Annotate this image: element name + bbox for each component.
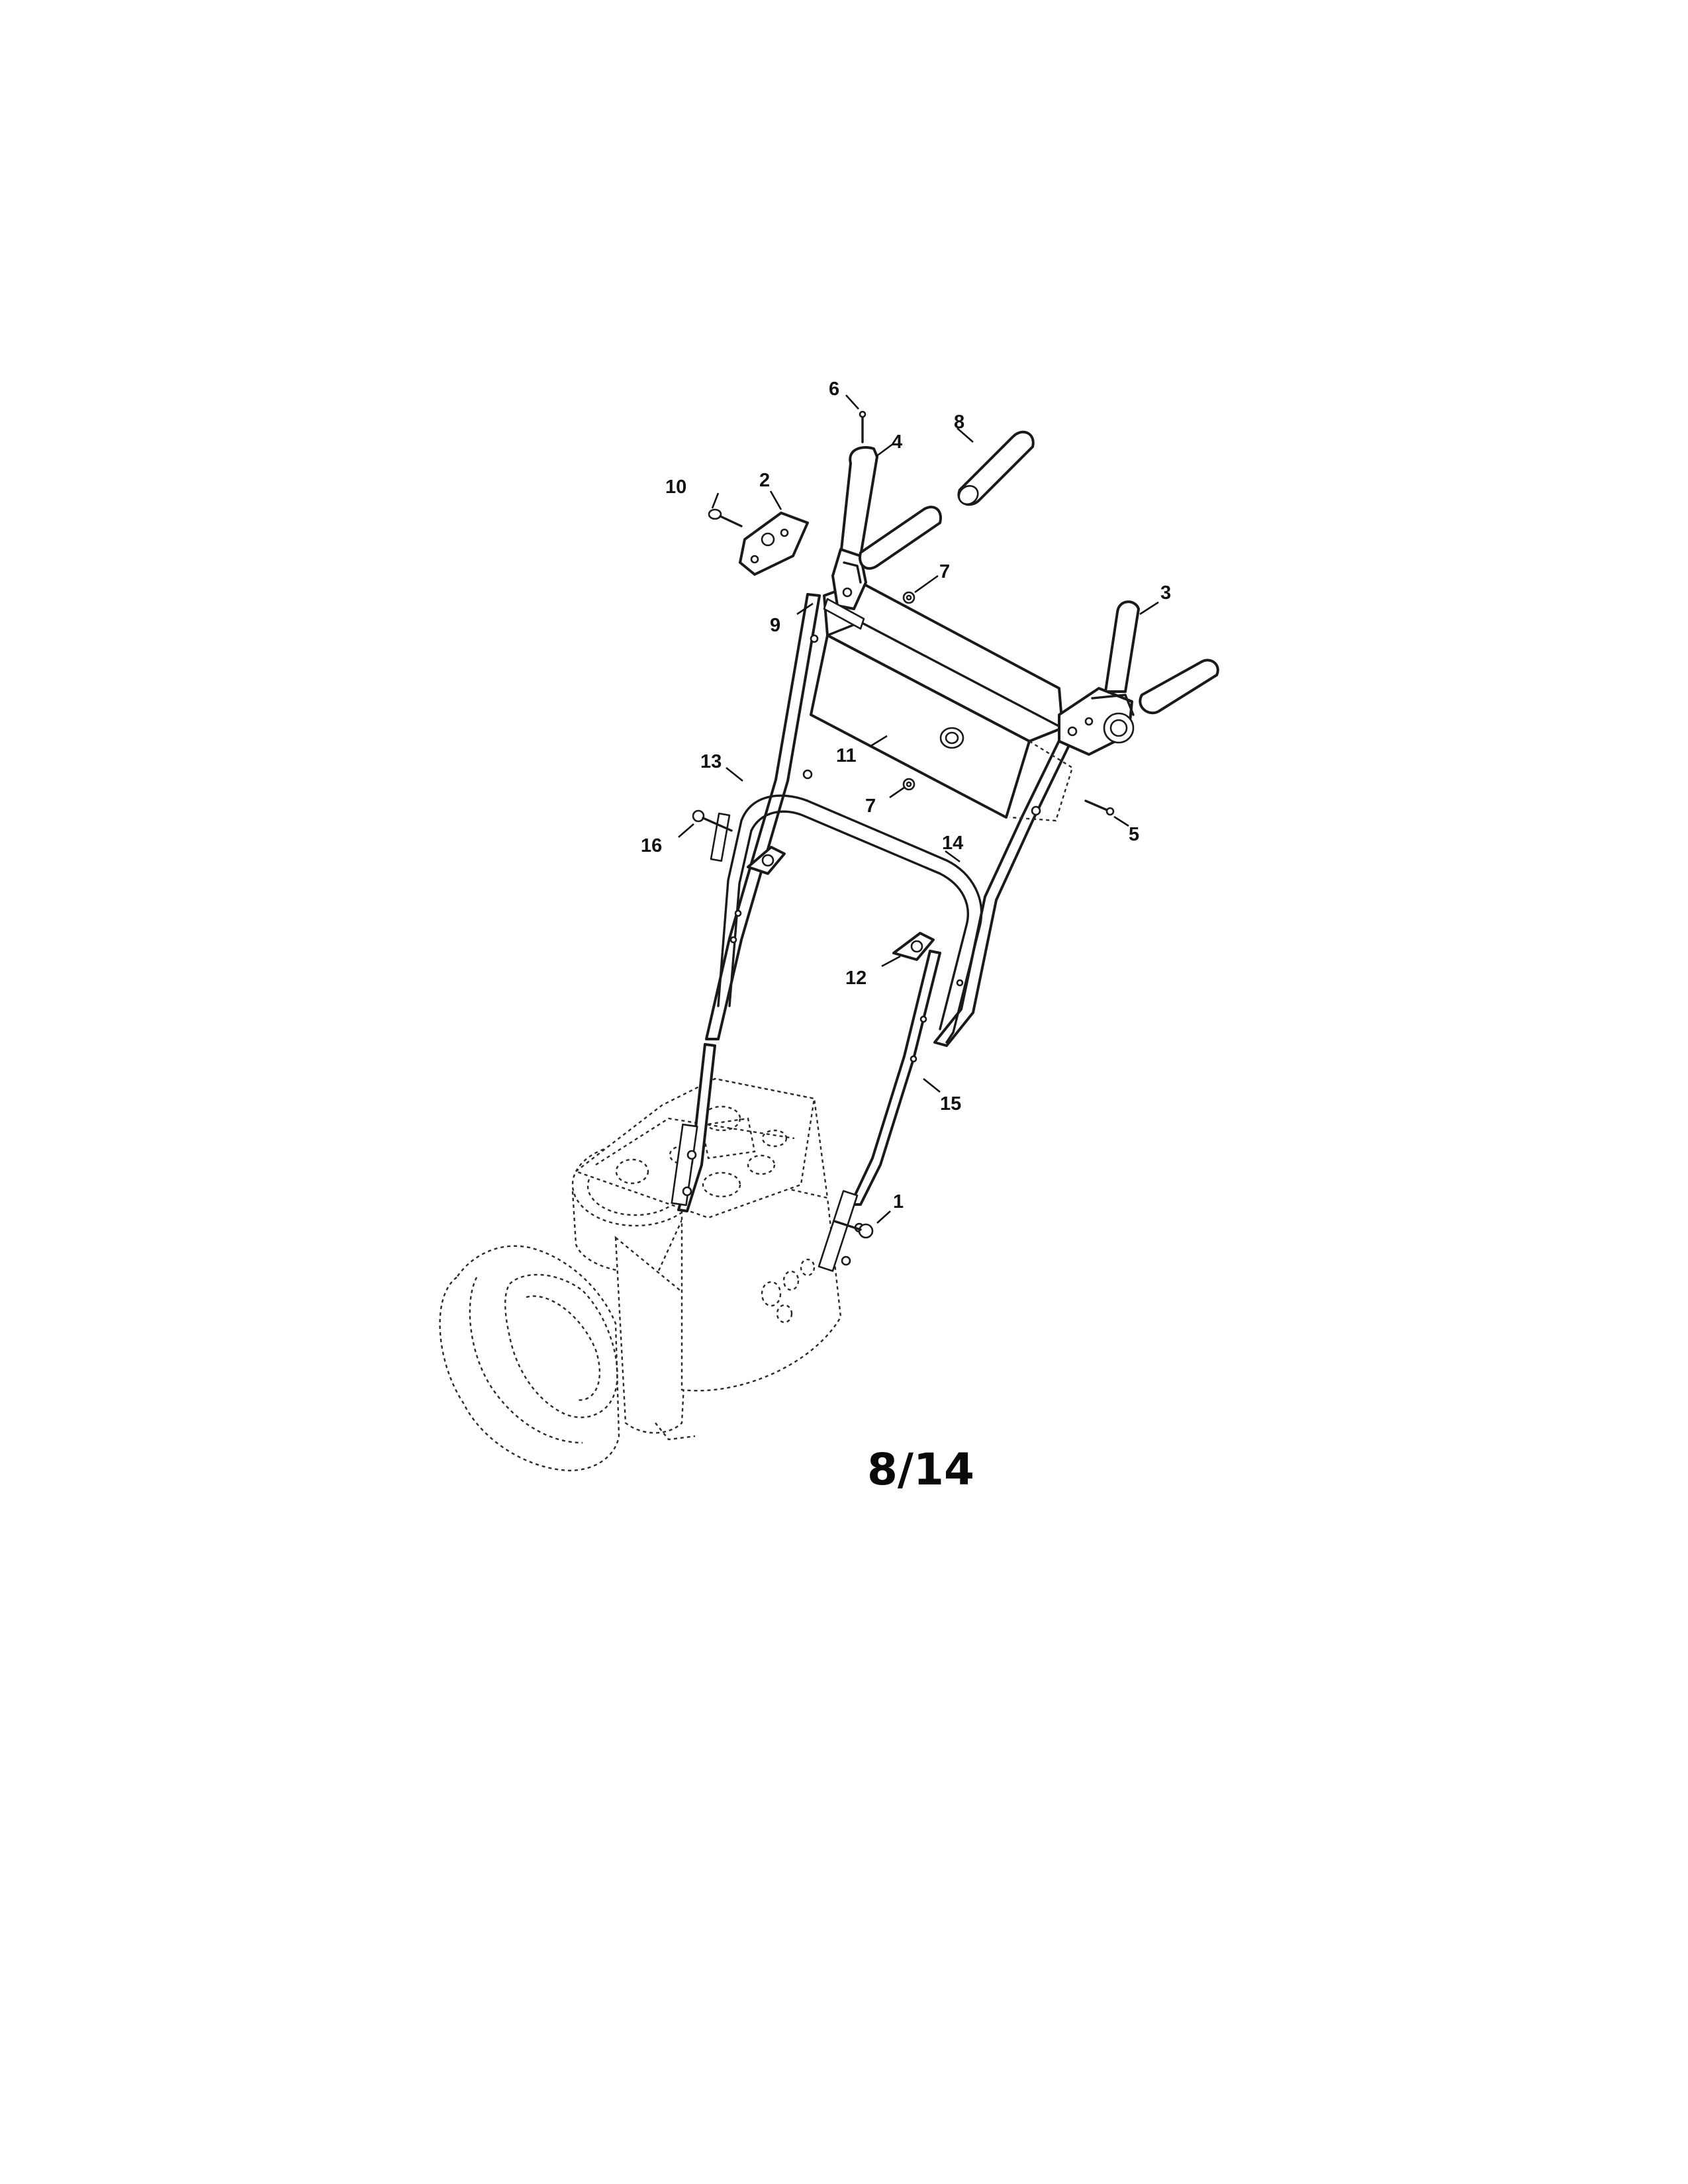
callout-14: 14 [942,833,963,854]
nut-7b [902,778,915,791]
callout-7a: 7 [939,561,950,582]
callout-16: 16 [641,835,662,856]
lower-handle [671,950,941,1272]
bolt-5 [1084,799,1115,816]
callout-6: 6 [829,379,839,400]
bolt-16 [692,809,733,832]
callout-5: 5 [1129,824,1139,845]
left-handle-grip [859,506,942,570]
callout-8: 8 [954,412,964,433]
callout-4: 4 [892,432,902,453]
upper-handle [705,593,1072,1047]
leader-lines [678,394,1159,1224]
callout-12: 12 [845,968,867,989]
callout-9: 9 [770,615,780,636]
knob-12-right [892,932,935,961]
page-number: 8/14 [867,1444,974,1495]
callout-1: 1 [893,1191,904,1212]
nut-7a [902,591,915,604]
callout-10: 10 [665,477,686,498]
pin-6 [859,410,867,443]
callout-2: 2 [759,470,770,491]
right-control-lever [1058,600,1219,756]
grip-8-loose [957,430,1035,506]
callout-3: 3 [1160,582,1171,604]
screw-10 [708,508,743,527]
callout-7b: 7 [865,796,876,817]
bolt-1 [833,1220,874,1239]
callout-13: 13 [700,751,722,772]
callout-11: 11 [836,745,857,766]
interlock-bracket [739,512,809,576]
left-control-lever [823,446,878,630]
knob-12-left [747,846,786,875]
auger-housing-phantom [439,1077,842,1472]
callout-15: 15 [940,1093,961,1115]
